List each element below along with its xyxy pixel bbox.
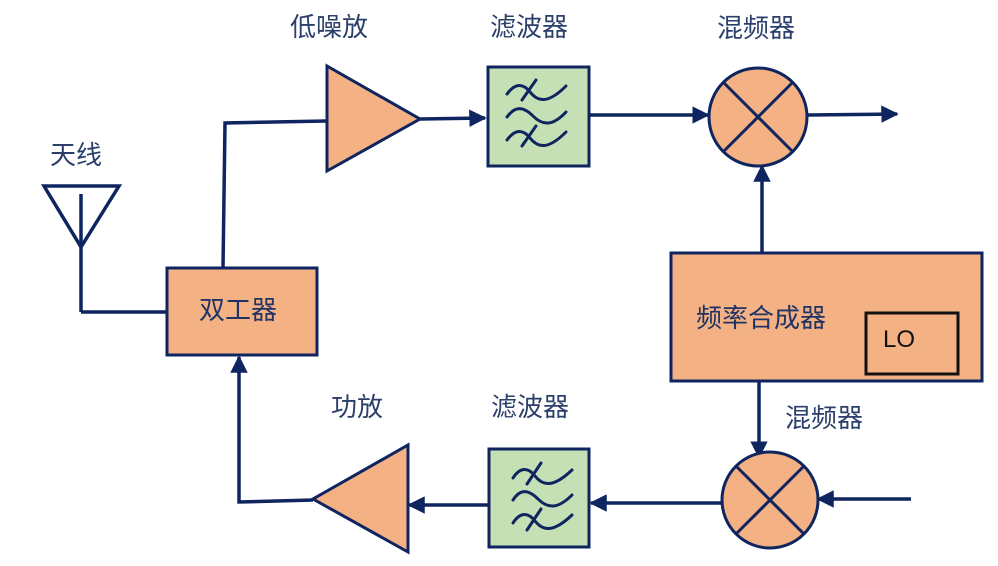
pa-amplifier-icon	[309, 442, 410, 555]
pa-label: 功放	[331, 393, 384, 423]
wire-duplexer-lna	[221, 119, 327, 269]
wire-mixer-output	[807, 105, 899, 123]
tx-mixer-icon	[720, 450, 820, 550]
wire-lna-filter	[419, 109, 487, 127]
wire-pa-duplexer	[230, 355, 314, 504]
bandpass-filter-icon	[505, 78, 568, 148]
duplexer-label: 双工器	[199, 296, 278, 326]
bandpass-filter-icon	[511, 461, 574, 532]
lna-amplifier-icon	[325, 63, 424, 174]
tx-filter-block	[487, 447, 591, 549]
rx-filter-block	[486, 65, 591, 168]
lna-label: 低噪放	[290, 13, 369, 43]
lo-box	[864, 311, 960, 376]
rx-filter-label: 滤波器	[490, 13, 569, 43]
tx-mixer-label: 混频器	[785, 404, 864, 434]
lo-label: LO	[883, 326, 916, 353]
antenna-label: 天线	[50, 141, 103, 171]
antenna-icon	[40, 184, 123, 312]
rx-mixer-icon	[707, 66, 809, 168]
synthesizer-label: 频率合成器	[696, 304, 827, 334]
tx-filter-label: 滤波器	[491, 393, 570, 423]
duplexer-block	[165, 266, 319, 357]
rx-mixer-label: 混频器	[717, 14, 796, 44]
